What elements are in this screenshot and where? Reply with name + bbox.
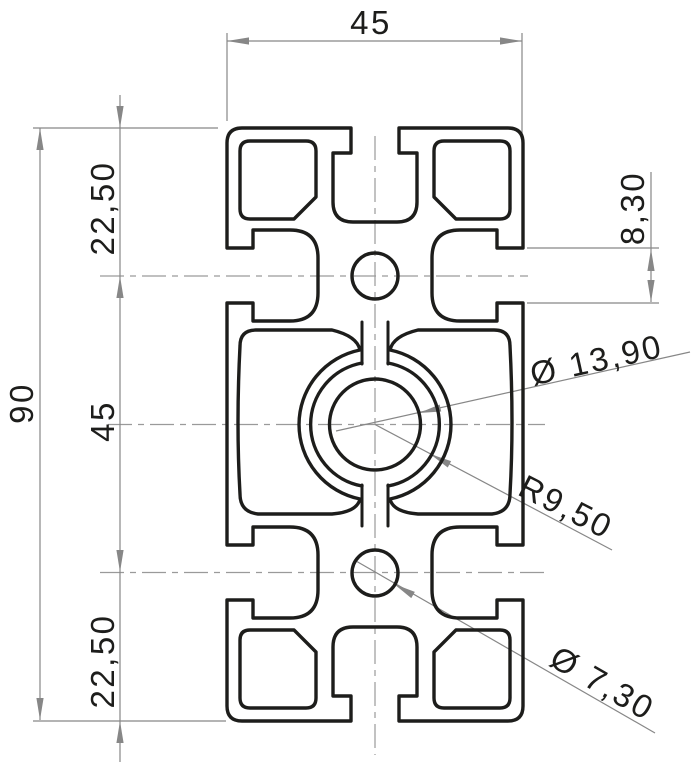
cavity-middle-left <box>236 328 362 516</box>
arrow-width-left <box>227 37 249 45</box>
chamber-top-right <box>432 139 512 221</box>
core-boss-arc-left <box>309 361 364 488</box>
profile-geometry <box>225 126 525 723</box>
centerlines <box>100 136 545 755</box>
core-boss-arc-right <box>386 361 441 488</box>
arrow-seg-upper-hole <box>116 276 124 298</box>
chamber-bottom-left <box>238 628 318 710</box>
label-top-segment: 22,50 <box>84 160 121 255</box>
pilot-hole-upper <box>350 251 400 301</box>
label-middle-segment: 45 <box>84 400 121 442</box>
pilot-hole-lower <box>350 548 400 598</box>
center-bore-circle <box>327 377 423 472</box>
arrow-seg-top <box>116 106 124 128</box>
label-slot-opening: 8,30 <box>614 171 651 245</box>
arrow-height-bottom <box>36 698 44 720</box>
label-overall-width: 45 <box>350 4 392 41</box>
arrow-seg-bottom <box>116 721 124 743</box>
chamber-top-left <box>238 139 318 221</box>
arrow-height-top <box>36 128 44 150</box>
dimension-labels: 45 90 22,50 45 22,50 8,30 Ø 13,90 R9,50 … <box>3 4 666 728</box>
profile-outer-contour <box>225 126 525 723</box>
arrow-seg-lower-hole <box>116 550 124 572</box>
cavity-middle-right <box>388 328 514 516</box>
label-core-radius: R9,50 <box>513 467 619 546</box>
arrow-slot-lower <box>647 280 655 302</box>
label-center-bore: Ø 13,90 <box>527 327 667 392</box>
label-pilot-hole: Ø 7,30 <box>544 638 661 727</box>
arrow-slot-upper <box>647 249 655 271</box>
chamber-bottom-right <box>432 628 512 710</box>
arrow-width-right <box>500 37 522 45</box>
dimension-lines <box>33 33 691 762</box>
label-overall-height: 90 <box>3 382 40 424</box>
label-bottom-segment: 22,50 <box>84 613 121 708</box>
